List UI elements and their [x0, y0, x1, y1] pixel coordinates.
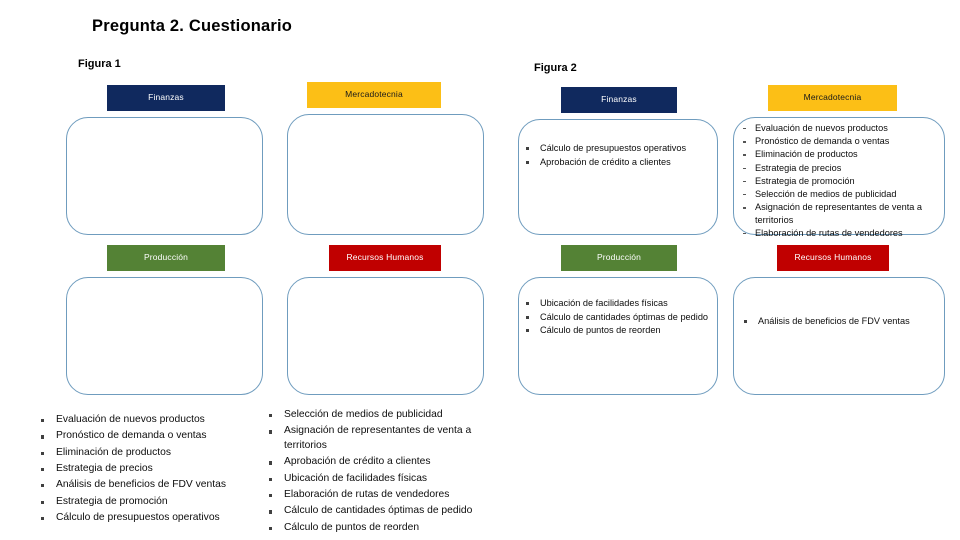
page-title: Pregunta 2. Cuestionario [92, 17, 293, 35]
chip-fig1-mercadotecnia: Mercadotecnia [307, 82, 441, 108]
chip-fig2-finanzas: Finanzas [561, 87, 677, 113]
list-item: Ubicación de facilidades físicas [524, 297, 710, 310]
list-item: Estrategia de precios [740, 162, 942, 175]
chip-fig1-finanzas: Finanzas [107, 85, 225, 111]
figure-label-2: Figura 2 [534, 62, 577, 74]
box-fig2-finanzas[interactable] [518, 119, 718, 235]
list-item: Estrategia de precios [38, 462, 268, 477]
chip-fig1-produccion: Producción [107, 245, 225, 271]
box-fig1-produccion[interactable] [66, 277, 263, 395]
chip-label: Mercadotecnia [803, 92, 862, 103]
list-fig2-recursos-humanos: Análisis de beneficios de FDV ventas [742, 315, 922, 329]
list-item: Eliminación de productos [740, 148, 942, 161]
list-item: Estrategia de promoción [740, 175, 942, 188]
list-item: Análisis de beneficios de FDV ventas [742, 315, 922, 328]
list-item: Asignación de representantes de venta a … [266, 424, 496, 454]
list-item: Cálculo de puntos de reorden [266, 521, 496, 536]
list-item: Cálculo de presupuestos operativos [524, 142, 716, 155]
chip-fig2-mercadotecnia: Mercadotecnia [768, 85, 897, 111]
bullet-list: Análisis de beneficios de FDV ventas [742, 315, 922, 328]
list-item: Selección de medios de publicidad [266, 408, 496, 423]
list-item: Ubicación de facilidades físicas [266, 472, 496, 487]
chip-fig2-recursos-humanos: Recursos Humanos [777, 245, 889, 271]
list-item: Estrategia de promoción [38, 495, 268, 510]
chip-label: Finanzas [601, 94, 637, 105]
figure-label-1: Figura 1 [78, 58, 121, 70]
chip-label: Producción [143, 252, 189, 263]
list-item: Elaboración de rutas de vendedores [740, 227, 942, 240]
list-item: Cálculo de puntos de reorden [524, 324, 710, 337]
chip-fig1-recursos-humanos: Recursos Humanos [329, 245, 441, 271]
box-fig2-mercadotecnia[interactable] [733, 117, 945, 235]
box-fig1-finanzas[interactable] [66, 117, 263, 235]
box-fig2-produccion[interactable] [518, 277, 718, 395]
list-item: Elaboración de rutas de vendedores [266, 488, 496, 503]
list-item: Aprobación de crédito a clientes [266, 455, 496, 470]
box-fig1-mercadotecnia[interactable] [287, 114, 484, 235]
chip-label: Producción [596, 252, 642, 263]
list-item: Cálculo de cantidades óptimas de pedido [524, 311, 710, 324]
list-item: Aprobación de crédito a clientes [524, 156, 716, 169]
list-item: Asignación de representantes de venta a … [740, 201, 942, 226]
chip-label: Finanzas [148, 92, 184, 103]
list-item: Pronóstico de demanda o ventas [740, 135, 942, 148]
chip-fig2-produccion: Producción [561, 245, 677, 271]
list-item: Evaluación de nuevos productos [38, 413, 268, 428]
list-item: Cálculo de cantidades óptimas de pedido [266, 504, 496, 519]
box-fig1-recursos-humanos[interactable] [287, 277, 484, 395]
chip-label: Recursos Humanos [346, 252, 424, 263]
list-item: Análisis de beneficios de FDV ventas [38, 478, 268, 493]
list-item: Cálculo de presupuestos operativos [38, 511, 268, 526]
chip-label: Recursos Humanos [794, 252, 872, 263]
list-item: Evaluación de nuevos productos [740, 122, 942, 135]
list-item: Eliminación de productos [38, 446, 268, 461]
box-fig2-recursos-humanos[interactable] [733, 277, 945, 395]
list-item: Selección de medios de publicidad [740, 188, 942, 201]
chip-label: Mercadotecnia [345, 89, 403, 100]
list-item: Pronóstico de demanda o ventas [38, 429, 268, 444]
